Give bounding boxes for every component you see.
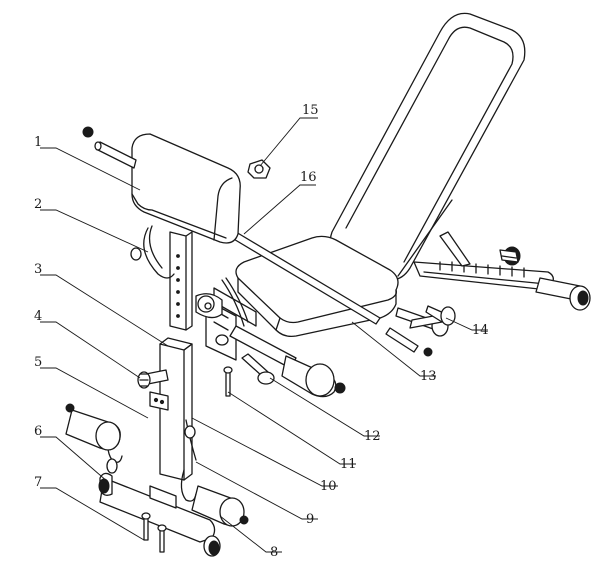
callout-1: 1: [34, 135, 42, 150]
callout-16: 16: [300, 170, 317, 185]
rear-frame: [413, 231, 591, 311]
foot-roller-right: [191, 485, 249, 527]
callout-14: 14: [472, 323, 489, 338]
callout-9: 9: [306, 512, 314, 527]
leg-pad: [82, 126, 241, 244]
knob-4: [137, 369, 169, 389]
base-foot: [98, 472, 221, 557]
callout-6: 6: [34, 424, 42, 439]
pins-14: [385, 305, 456, 357]
callout-4: 4: [34, 309, 42, 324]
side-bracket: [195, 293, 223, 319]
callout-12: 12: [364, 429, 381, 444]
callout-13: 13: [420, 369, 437, 384]
callout-5: 5: [34, 355, 42, 370]
callout-15: 15: [302, 103, 319, 118]
callout-3: 3: [34, 262, 42, 277]
lower-post: [149, 337, 193, 481]
upper-post: [169, 231, 193, 331]
leader-lines: [40, 117, 488, 553]
bolts: [141, 353, 275, 553]
nut-15: [247, 159, 271, 179]
backrest-pad: [329, 12, 526, 281]
callout-10: 10: [320, 479, 337, 494]
foot-roller-left: [65, 403, 121, 451]
callout-8: 8: [270, 545, 278, 560]
cable-right: [180, 277, 249, 502]
callout-7: 7: [34, 475, 42, 490]
callout-2: 2: [34, 197, 42, 212]
callout-labels: 1 2 3 4 5 6 7 8 9 10 11 12 13 14 15 16: [34, 103, 489, 560]
callout-11: 11: [340, 457, 357, 472]
